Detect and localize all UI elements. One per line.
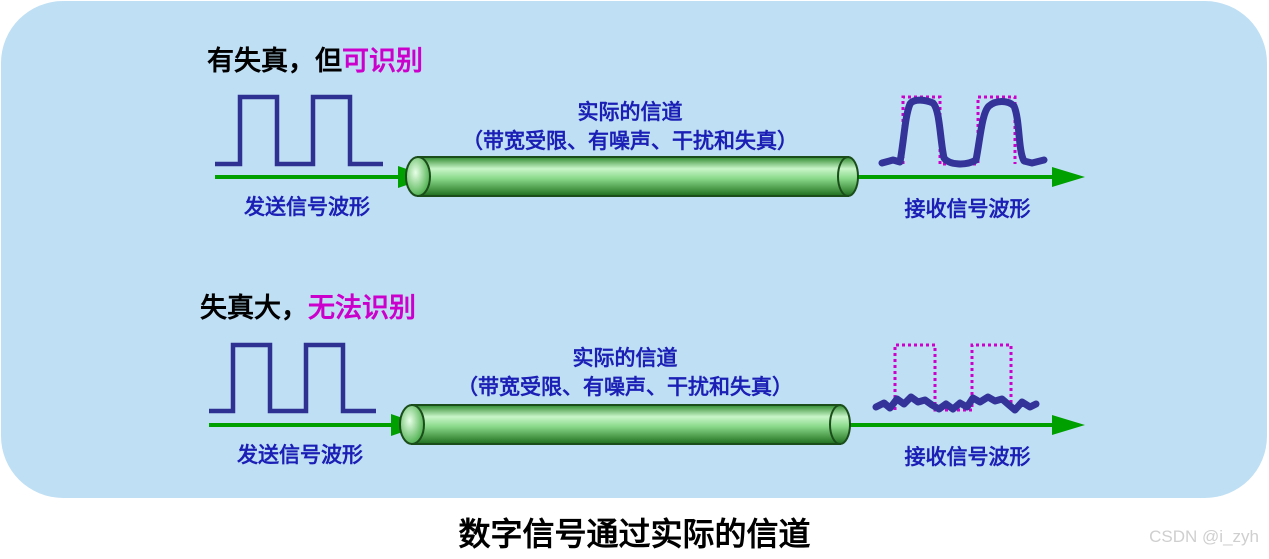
watermark: CSDN @i_zyh	[1149, 527, 1259, 546]
received-distorted-wave	[872, 393, 1040, 414]
row-1-send-label: 发送信号波形	[244, 195, 370, 219]
row-2-channel-label-line2: （带宽受限、有噪声、干扰和失真）	[457, 375, 793, 399]
row-2-receive-label: 接收信号波形	[904, 445, 1031, 469]
row-2-title-highlight: 无法识别	[308, 293, 416, 324]
reference-dotted-wave	[901, 95, 1017, 166]
row-2	[209, 342, 1085, 445]
channel-tube	[405, 156, 859, 197]
arrow-head-right	[1052, 167, 1085, 187]
row-1-channel-label-line2: （带宽受限、有噪声、干扰和失真）	[462, 129, 798, 153]
row-1-channel-label-line1: 实际的信道	[577, 100, 683, 124]
row-1-title-highlight: 可识别	[342, 46, 423, 77]
row-1-receive-label: 接收信号波形	[904, 197, 1031, 221]
row-2-title-black: 失真大，	[200, 293, 308, 324]
row-1	[215, 94, 1085, 197]
row-2-channel-label-line1: 实际的信道	[572, 346, 678, 370]
row-1-title: 有失真，但可识别	[207, 39, 423, 78]
channel-tube	[399, 404, 851, 445]
received-distorted-wave	[878, 96, 1048, 168]
arrow-head-right	[1052, 415, 1085, 435]
row-2-send-label: 发送信号波形	[237, 443, 363, 467]
row-1-title-black: 有失真，但	[207, 46, 342, 77]
figure-caption: 数字信号通过实际的信道	[458, 515, 811, 553]
sent-square-wave	[215, 94, 383, 167]
row-2-title: 失真大，无法识别	[200, 286, 416, 325]
sent-square-wave	[209, 342, 376, 414]
